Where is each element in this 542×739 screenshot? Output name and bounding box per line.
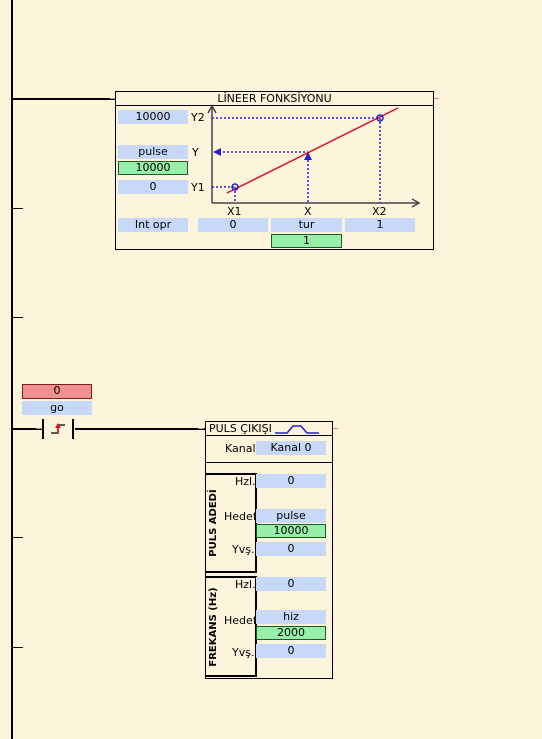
rung-tick <box>13 317 23 318</box>
rung-wire <box>13 98 116 100</box>
x-variable-field[interactable]: tur <box>271 218 342 232</box>
x2-value-field[interactable]: 1 <box>345 218 415 232</box>
rung-tick <box>13 647 23 648</box>
y2-label: Y2 <box>191 111 205 124</box>
x1-value-field[interactable]: 0 <box>198 218 268 232</box>
block-title: LİNEER FONKSİYONU <box>116 92 433 106</box>
block-title: PULS ÇIKIŞI <box>206 422 332 436</box>
rung-wire <box>13 428 43 430</box>
x1-label: X1 <box>227 205 242 218</box>
x-value-display: 1 <box>271 234 342 248</box>
g2-yvs-label: Yvş. <box>232 646 255 659</box>
block-title-text: PULS ÇIKIŞI <box>209 422 272 435</box>
g1-hzl-label: Hzl. <box>235 475 256 488</box>
pulse-count-group-label: PULS ADEDİ <box>208 489 219 557</box>
y1-value-field[interactable]: 0 <box>118 180 188 194</box>
rung-tick <box>13 208 23 209</box>
x2-label: X2 <box>372 205 387 218</box>
g2-hzl-label: Hzl. <box>235 578 256 591</box>
rising-edge-contact-icon[interactable] <box>40 418 78 440</box>
contact-value-display: 0 <box>22 384 92 399</box>
g2-hedef-variable-field[interactable]: hiz <box>256 610 326 624</box>
y1-label: Y1 <box>191 181 205 194</box>
wire-marker <box>433 98 439 99</box>
kanal-field[interactable]: Kanal 0 <box>256 441 326 455</box>
mode-field[interactable]: Int opr <box>118 218 188 232</box>
wire-marker <box>332 428 338 429</box>
g1-hedef-variable-field[interactable]: pulse <box>256 509 326 523</box>
y-label: Y <box>192 146 199 159</box>
wire-marker <box>198 428 204 429</box>
g2-hzl-field[interactable]: 0 <box>256 577 326 591</box>
y-variable-field[interactable]: pulse <box>118 145 188 159</box>
x-label: X <box>304 205 312 218</box>
g1-hedef-value-display: 10000 <box>256 524 326 538</box>
g2-yvs-field[interactable]: 0 <box>256 644 326 658</box>
wire-marker <box>36 428 42 429</box>
g2-hedef-label: Hedef <box>224 614 257 627</box>
kanal-label: Kanal <box>225 442 256 455</box>
g1-hedef-label: Hedef <box>224 510 257 523</box>
left-power-rail <box>11 0 13 739</box>
rung-wire <box>75 428 206 430</box>
pulse-count-group <box>205 473 257 573</box>
y-value-display: 10000 <box>118 161 188 175</box>
g1-yvs-field[interactable]: 0 <box>256 542 326 556</box>
g1-yvs-label: Yvş. <box>232 543 255 556</box>
divider <box>205 462 333 463</box>
pulse-waveform-icon <box>275 425 320 434</box>
rung-tick <box>13 537 23 538</box>
frequency-group-label: FREKANS (Hz) <box>208 587 219 667</box>
g2-hedef-value-display: 2000 <box>256 626 326 640</box>
linear-graph <box>207 104 421 208</box>
g1-hzl-field[interactable]: 0 <box>256 474 326 488</box>
wire-marker <box>110 98 116 99</box>
contact-variable-field[interactable]: go <box>22 401 92 415</box>
y2-value-field[interactable]: 10000 <box>118 110 188 124</box>
